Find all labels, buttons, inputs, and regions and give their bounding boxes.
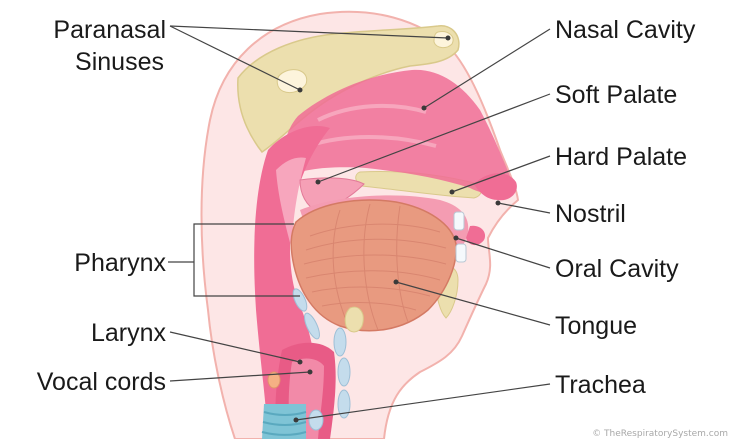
- upper-tooth: [454, 212, 464, 230]
- label-hard-palate: Hard Palate: [555, 143, 687, 171]
- credit-text: © TheRespiratorySystem.com: [592, 429, 728, 439]
- epiglottis: [345, 307, 363, 332]
- label-paranasal-line1: Paranasal: [53, 16, 166, 44]
- head-illustration: [202, 12, 519, 439]
- label-nostril: Nostril: [555, 200, 626, 228]
- label-tongue: Tongue: [555, 312, 637, 340]
- labels-right: Nasal Cavity Soft Palate Hard Palate Nos…: [555, 16, 696, 399]
- label-trachea: Trachea: [555, 371, 646, 399]
- lower-tooth: [456, 244, 466, 262]
- label-larynx: Larynx: [91, 319, 167, 347]
- upper-sinus-hollow: [434, 32, 453, 48]
- label-oral-cavity: Oral Cavity: [555, 255, 679, 283]
- label-vocal-cords: Vocal cords: [37, 368, 166, 396]
- label-paranasal-line2: Sinuses: [75, 48, 164, 76]
- labels-left: Paranasal Sinuses Pharynx Larynx Vocal c…: [37, 16, 167, 396]
- label-soft-palate: Soft Palate: [555, 81, 677, 109]
- label-nasal-cavity: Nasal Cavity: [555, 16, 696, 44]
- label-pharynx: Pharynx: [74, 249, 166, 277]
